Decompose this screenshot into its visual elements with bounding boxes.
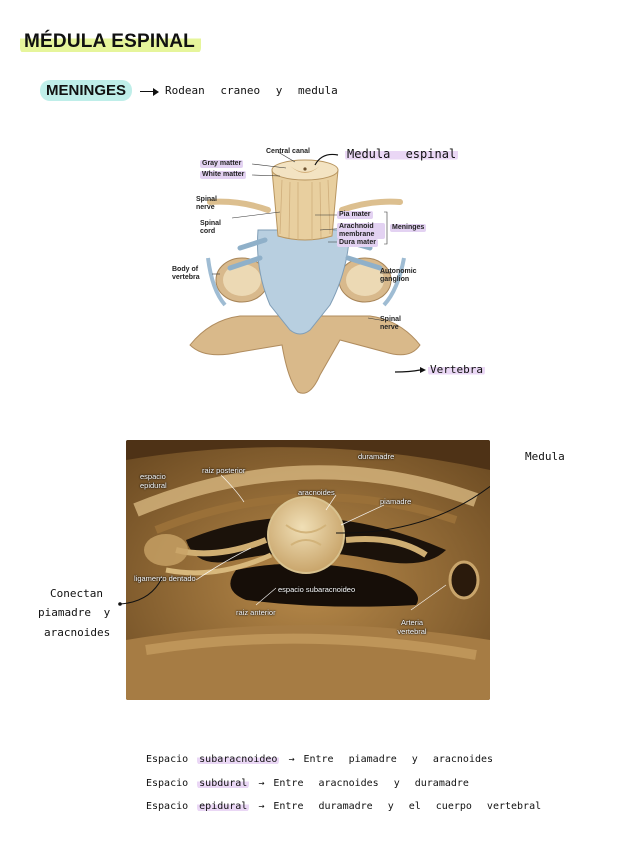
photo-label-ligamento-dentado: ligamento dentado: [134, 574, 196, 583]
photo-label-raiz-posterior: raiz posterior: [202, 466, 246, 475]
cross-section-photo: duramadre raiz posterior espacio epidura…: [126, 440, 490, 700]
space-prefix: Espacio: [146, 754, 189, 765]
photo-label-raiz-anterior: raiz anterior: [236, 608, 276, 617]
space-line-subaracnoideo: Espacio subaracnoideo → Entre piamadre y ar…: [146, 754, 493, 765]
label-arachnoid: Arachnoid membrane: [337, 223, 385, 239]
space-relation: Entre duramadre y el cuerpo vertebral: [273, 801, 542, 812]
cross-section-image: [126, 440, 490, 700]
space-arrow: →: [258, 801, 265, 812]
space-relation: Entre piamadre y aracnoides: [303, 754, 494, 765]
space-line-subdural: Espacio subdural → Entre aracnoides y duram…: [146, 778, 469, 789]
space-name: subdural: [197, 778, 250, 789]
space-arrow: →: [258, 778, 265, 789]
label-central-canal: Central canal: [266, 148, 310, 155]
space-name: epidural: [197, 801, 250, 812]
space-prefix: Espacio: [146, 801, 189, 812]
meninges-badge: MENINGES: [40, 80, 133, 101]
handwritten-conectan-3: aracnoides: [44, 626, 111, 639]
spinal-cord-diagram: Central canal Gray matter White matter S…: [170, 140, 440, 402]
arrow-head: [153, 87, 159, 96]
space-line-epidural: Espacio epidural → Entre duramadre y el cue…: [146, 801, 541, 812]
handwritten-conectan-2: piamadre y: [38, 606, 111, 619]
space-prefix: Espacio: [146, 778, 189, 789]
label-pia-mater: Pia mater: [337, 211, 373, 219]
label-white-matter: White matter: [200, 171, 247, 179]
photo-label-aracnoides: aracnoides: [298, 488, 335, 497]
meninges-description: Rodean craneo y medula: [165, 84, 338, 97]
handwritten-medula-espinal: Medula espinal: [345, 147, 459, 161]
handwritten-medula: Medula: [525, 450, 565, 463]
space-name: subaracnoideo: [197, 754, 280, 765]
label-dura-mater: Dura mater: [337, 239, 378, 247]
photo-label-espacio-subaracnoideo: espacio subaracnoideo: [278, 585, 356, 594]
photo-label-piamadre: piamadre: [380, 497, 412, 506]
label-meninges: Meninges: [390, 224, 427, 232]
page-title: MÉDULA ESPINAL: [20, 30, 201, 54]
photo-label-duramadre: duramadre: [358, 452, 395, 461]
space-relation: Entre aracnoides y duramadre: [273, 778, 469, 789]
handwritten-vertebra: Vertebra: [428, 363, 485, 376]
label-spinal-nerve-left: Spinal nerve: [196, 196, 218, 211]
spinal-cord-illustration: [189, 151, 426, 394]
handwritten-pointer-left: [118, 577, 163, 606]
arrow-line: [140, 91, 154, 93]
label-gray-matter: Gray matter: [200, 160, 244, 168]
label-body-of-vertebra: Body of vertebra: [172, 266, 200, 281]
label-spinal-cord: Spinal cord: [200, 220, 222, 235]
handwritten-conectan-1: Conectan: [50, 587, 103, 600]
label-spinal-nerve-right: Spinal nerve: [380, 316, 402, 331]
page-title-wrap: MÉDULA ESPINAL: [20, 30, 201, 54]
photo-label-espacio-epidural: espacio epidural: [140, 472, 167, 490]
space-arrow: →: [288, 754, 295, 765]
photo-label-arteria-vertebral: Arteria vertebral: [397, 618, 427, 636]
label-autonomic-ganglion: Autonomic ganglion: [380, 268, 417, 283]
